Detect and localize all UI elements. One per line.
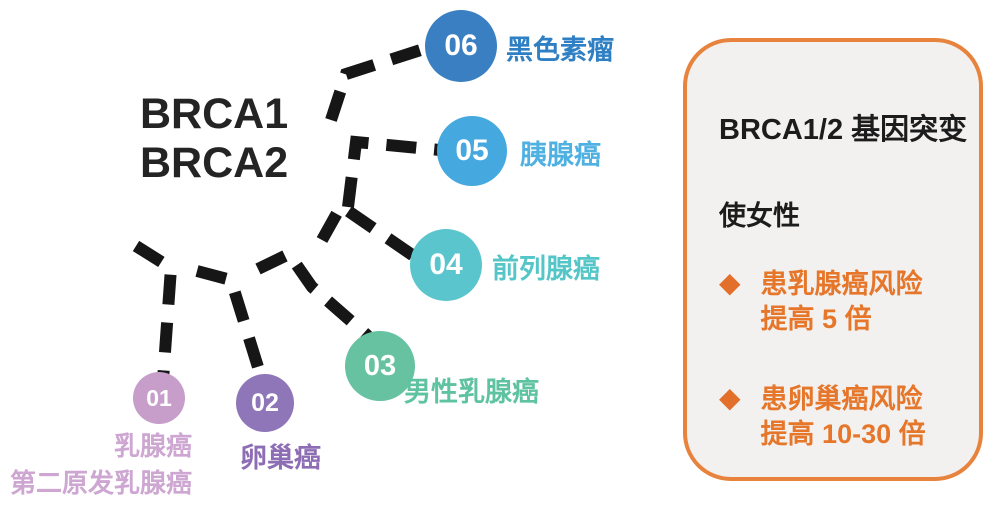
branch-to-01	[132, 240, 178, 381]
label-pancreatic-cancer: 胰腺癌	[520, 140, 601, 170]
node-06-melanoma: 06	[425, 10, 497, 82]
node-04-prostate-cancer: 04	[410, 229, 482, 301]
gene-title: BRCA1 BRCA2	[140, 90, 288, 189]
bullet-breast-risk-text: 患乳腺癌风险 提高 5 倍	[761, 267, 923, 337]
branch-to-03	[255, 246, 372, 341]
node-02-badge: 02	[236, 374, 294, 432]
node-03-badge: 03	[345, 331, 415, 401]
bullet-ovarian-risk-text: 患卵巢癌风险 提高 10-30 倍	[761, 382, 926, 452]
risk-info-panel: BRCA1/2 基因突变 使女性 ◆ 患乳腺癌风险 提高 5 倍 ◆ 患卵巢癌风…	[683, 38, 983, 481]
bullet-ovarian-risk-line1: 患卵巢癌风险	[760, 384, 923, 414]
label-breast-cancer-line2: 第二原发乳腺癌	[9, 468, 192, 498]
bullet-breast-risk-line2: 提高 5 倍	[760, 304, 872, 334]
node-01-breast-cancer: 01	[133, 372, 185, 424]
node-03-male-breast-cancer: 03	[345, 331, 415, 401]
branch-to-05	[342, 135, 441, 208]
bullet-breast-risk-line1: 患乳腺癌风险	[760, 269, 923, 299]
node-06-badge: 06	[425, 10, 497, 82]
branch-to-04	[316, 197, 422, 264]
panel-title: BRCA1/2 基因突变	[719, 114, 968, 146]
node-04-badge: 04	[410, 229, 482, 301]
label-breast-cancer-line1: 乳腺癌	[113, 431, 192, 461]
node-05-pancreatic-cancer: 05	[437, 116, 507, 186]
label-male-breast-cancer: 男性乳腺癌	[404, 377, 539, 407]
gene-title-line1: BRCA1	[140, 90, 289, 138]
branch-to-06	[325, 41, 432, 122]
diamond-bullet-icon: ◆	[719, 382, 741, 413]
node-05-badge: 05	[437, 116, 507, 186]
diamond-bullet-icon: ◆	[719, 267, 741, 298]
bullet-ovarian-risk-line2: 提高 10-30 倍	[760, 419, 926, 449]
node-02-ovarian-cancer: 02	[236, 374, 294, 432]
branch-to-02	[195, 265, 268, 382]
label-ovarian-cancer: 卵巢癌	[240, 443, 321, 473]
bullet-ovarian-risk: ◆ 患卵巢癌风险 提高 10-30 倍	[719, 382, 955, 452]
label-breast-cancer: 乳腺癌 第二原发乳腺癌	[0, 428, 192, 502]
node-01-badge: 01	[133, 372, 185, 424]
label-melanoma: 黑色素瘤	[506, 35, 614, 65]
label-prostate-cancer: 前列腺癌	[492, 254, 600, 284]
panel-subtitle: 使女性	[719, 201, 800, 231]
bullet-breast-risk: ◆ 患乳腺癌风险 提高 5 倍	[719, 267, 955, 337]
gene-title-line2: BRCA2	[140, 139, 289, 188]
